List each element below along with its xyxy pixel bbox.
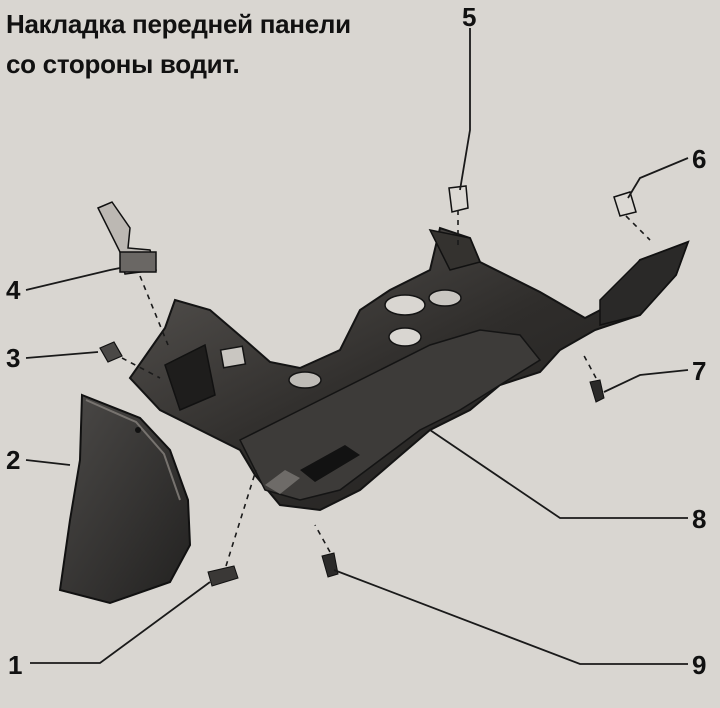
part-6-clip	[613, 191, 637, 217]
callout-5: 5	[462, 2, 477, 32]
callout-3: 3	[6, 343, 21, 373]
part-1-screw	[207, 565, 239, 587]
part-8-dashboard-lower-trim	[128, 226, 690, 512]
part-4-switch-unit	[96, 201, 157, 275]
callout-4: 4	[6, 275, 21, 305]
part-2-side-cover	[58, 393, 192, 605]
part-9-screw	[321, 552, 339, 578]
part-7-screw	[589, 379, 605, 403]
callout-8: 8	[692, 504, 707, 534]
callout-1: 1	[8, 650, 23, 680]
callout-2: 2	[6, 445, 21, 475]
callout-6: 6	[692, 144, 707, 174]
callout-7: 7	[692, 356, 707, 386]
title-line-1: Накладка передней панели	[6, 9, 351, 39]
title-line-2: со стороны водит.	[6, 49, 240, 79]
leader-lines	[25, 28, 689, 665]
assembly-guides	[121, 210, 651, 567]
callout-9: 9	[692, 650, 707, 680]
part-3-clip	[99, 341, 123, 363]
diagram-title: Накладка передней панели со стороны води…	[6, 4, 351, 84]
part-5-clip	[448, 185, 469, 213]
